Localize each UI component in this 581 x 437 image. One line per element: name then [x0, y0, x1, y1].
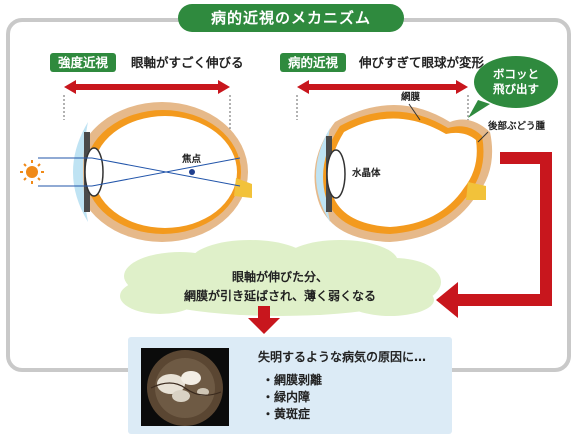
- left-lens: [84, 147, 104, 197]
- left-optic-nerve: [234, 178, 252, 198]
- speech-bubble-text: ボコッと 飛び出す: [493, 67, 539, 96]
- left-eye-diagram: 焦点: [20, 80, 252, 242]
- process-arrow: [436, 152, 552, 318]
- fundus-photo: [141, 348, 229, 426]
- disease-list: ・網膜剥離 ・緑内障 ・黄斑症: [262, 372, 322, 423]
- staphyloma-leader-line: [477, 131, 489, 143]
- staphyloma-label: 後部ぶどう腫: [488, 120, 546, 132]
- explanation-cloud: [120, 240, 441, 316]
- left-panel-tag: 強度近視: [50, 53, 117, 72]
- right-panel-tag: 病的近視: [280, 53, 347, 72]
- result-heading: 失明するような病気の原因に…: [258, 350, 427, 364]
- speech-bubble: [468, 56, 558, 118]
- page-title: 病的近視のメカニズム: [178, 4, 404, 32]
- right-vitreous: [330, 118, 477, 227]
- right-eye-diagram: 網膜 水晶体 後部ぶどう腫: [296, 80, 546, 242]
- right-optic-nerve: [466, 182, 486, 200]
- disease-item: ・緑内障: [262, 390, 311, 404]
- left-panel-caption: 眼軸がすごく伸びる: [131, 55, 244, 70]
- left-refracted-ray-lower: [91, 157, 241, 187]
- retina-label: 網膜: [401, 91, 421, 103]
- right-cornea: [316, 128, 330, 222]
- disease-item: ・黄斑症: [262, 407, 311, 421]
- right-lens: [326, 149, 346, 199]
- left-focus-label: 焦点: [181, 153, 202, 165]
- left-focal-point: [189, 169, 195, 175]
- down-arrow: [248, 306, 280, 334]
- retina-leader-line: [408, 103, 421, 121]
- right-panel-caption: 伸びすぎて眼球が変形: [359, 55, 485, 70]
- cloud-text: 眼軸が伸びた分、 網膜が引き延ばされ、薄く弱くなる: [183, 270, 377, 303]
- disease-item: ・網膜剥離: [262, 373, 323, 387]
- lens-label: 水晶体: [352, 167, 381, 179]
- right-axial-length-arrow: [297, 80, 468, 94]
- left-axial-length-arrow: [64, 80, 230, 94]
- sun-icon: [20, 160, 44, 184]
